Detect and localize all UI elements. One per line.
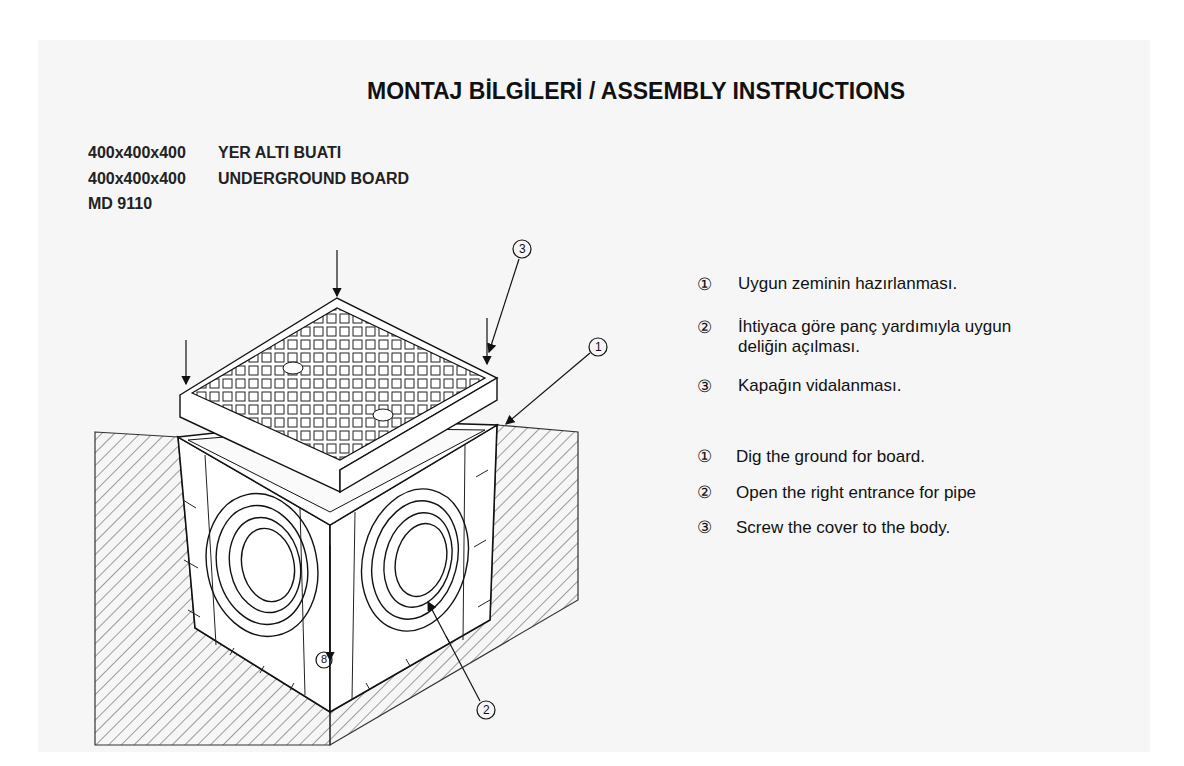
product-name: YER ALTI BUATI [218, 143, 341, 162]
step-number: ③ [697, 377, 712, 397]
product-name: UNDERGROUND BOARD [218, 169, 409, 188]
step-text: İhtiyaca göre panç yardımıyla uygun deli… [738, 317, 1048, 358]
step-number: ① [697, 447, 712, 467]
callout-number: 3 [519, 242, 526, 256]
callout-number: 2 [483, 703, 490, 717]
step-text: Uygun zeminin hazırlanması. [738, 274, 957, 294]
step-text: Screw the cover to the body. [736, 518, 950, 538]
step-text: Open the right entrance for pipe [736, 483, 976, 503]
step-number: ① [697, 275, 712, 295]
dimension: 400x400x400 [88, 169, 186, 188]
callout-number: 8 [321, 653, 327, 666]
title: MONTAJ BİLGİLERİ / ASSEMBLY INSTRUCTIONS [367, 78, 905, 106]
step-text: Dig the ground for board. [736, 447, 925, 467]
step-number: ② [697, 318, 712, 338]
step-number: ③ [697, 518, 712, 538]
dimension: 400x400x400 [88, 143, 186, 162]
model-code: MD 9110 [88, 194, 152, 213]
step-text: Kapağın vidalanması. [738, 376, 902, 396]
callout-number: 1 [595, 340, 602, 354]
step-number: ② [697, 483, 712, 503]
